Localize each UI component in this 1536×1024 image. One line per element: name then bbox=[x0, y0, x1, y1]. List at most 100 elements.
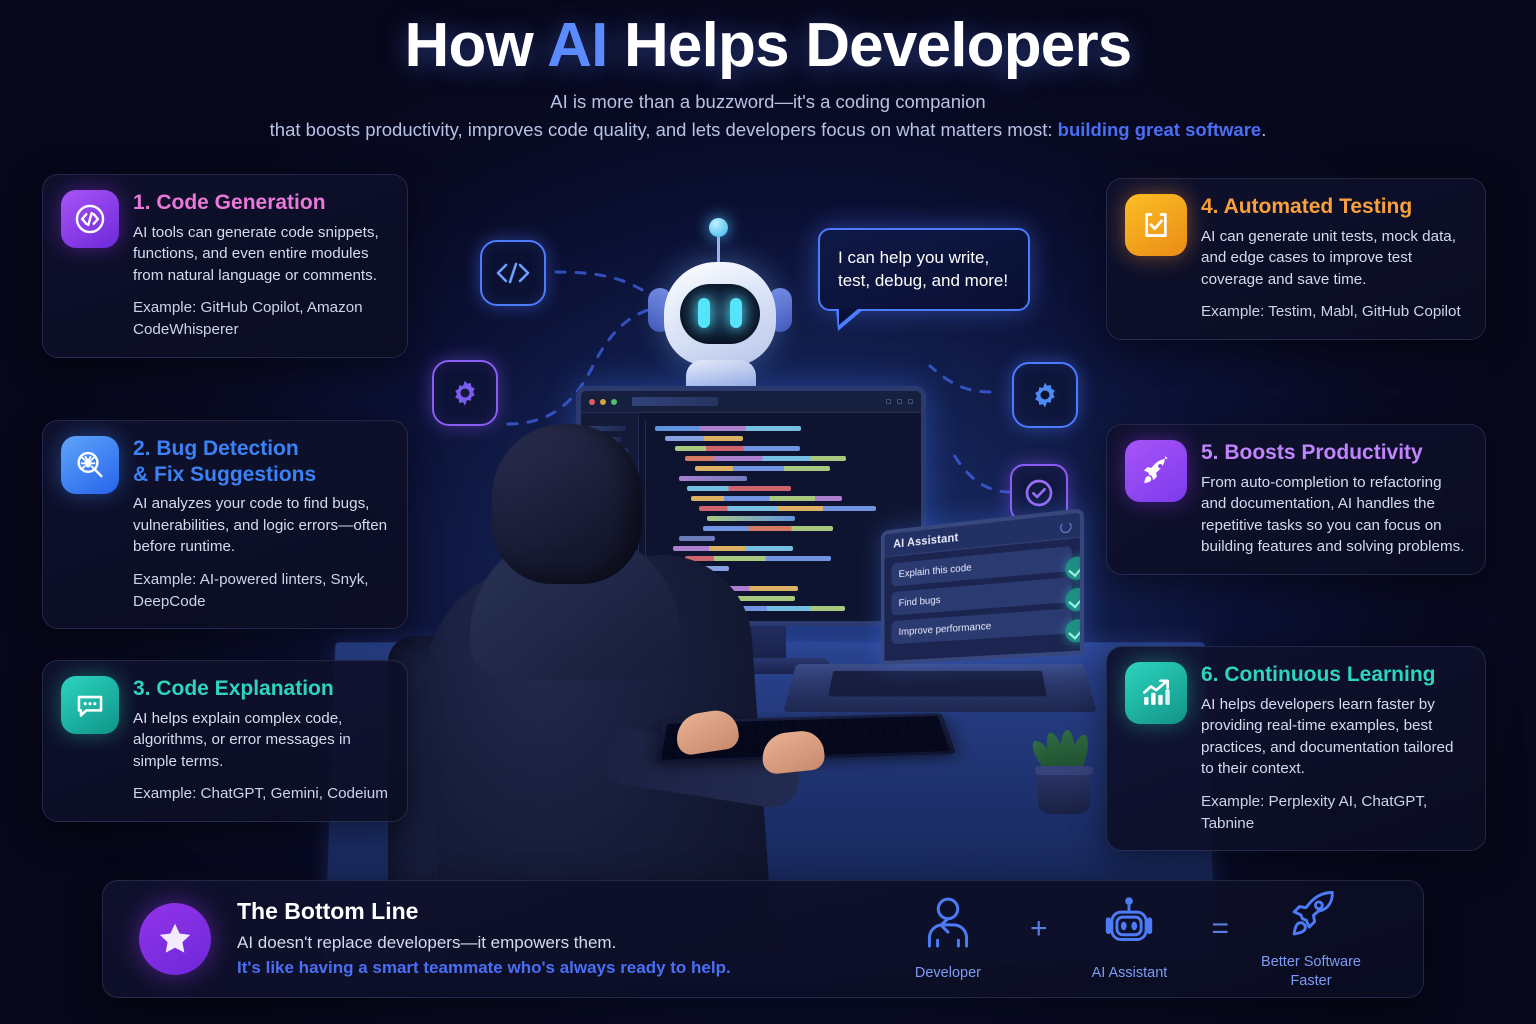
ai-action-label: Explain this code bbox=[899, 562, 972, 581]
robot-face-screen bbox=[680, 284, 760, 344]
rocket-icon bbox=[1139, 454, 1173, 488]
card-icon-wrapper bbox=[61, 190, 119, 248]
check-circle-icon bbox=[1023, 477, 1055, 509]
card-icon-wrapper bbox=[1125, 662, 1187, 724]
card-bug-detection[interactable]: 2. Bug Detection & Fix Suggestions AI an… bbox=[42, 420, 408, 629]
equation-plus-sign: + bbox=[1030, 912, 1048, 966]
card-example: Example: Perplexity AI, ChatGPT, Tabnine bbox=[1201, 791, 1467, 834]
window-close-dot bbox=[589, 399, 595, 405]
robot-eye-right bbox=[730, 298, 742, 328]
bottom-line-text: The Bottom Line AI doesn't replace devel… bbox=[237, 898, 731, 980]
card-title: 1. Code Generation bbox=[133, 190, 389, 216]
equation-item-developer: Developer bbox=[892, 895, 1004, 982]
robot-antenna-light bbox=[709, 218, 728, 237]
subtitle-line-2-pre: that boosts productivity, improves code … bbox=[270, 119, 1058, 140]
editor-toolbar-icons bbox=[886, 399, 913, 404]
robot-mascot bbox=[646, 212, 794, 392]
card-boosts-productivity[interactable]: 5. Boosts Productivity From auto-complet… bbox=[1106, 424, 1486, 575]
equation-equals-sign: = bbox=[1211, 912, 1229, 966]
card-description: AI analyzes your code to find bugs, vuln… bbox=[133, 493, 389, 558]
title-part-1: How bbox=[405, 11, 548, 80]
card-automated-testing[interactable]: 4. Automated Testing AI can generate uni… bbox=[1106, 178, 1486, 340]
page-title: How AI Helps Developers bbox=[0, 14, 1536, 78]
subtitle-highlight: building great software bbox=[1058, 119, 1262, 140]
page-subtitle: AI is more than a buzzword—it's a coding… bbox=[0, 88, 1536, 144]
robot-speech-bubble: I can help you write, test, debug, and m… bbox=[818, 228, 1030, 311]
card-body: 6. Continuous Learning AI helps develope… bbox=[1201, 662, 1467, 834]
card-icon-wrapper bbox=[61, 676, 119, 734]
card-title-line-1: 2. Bug Detection bbox=[133, 436, 389, 462]
card-icon-wrapper bbox=[61, 436, 119, 494]
card-body: 4. Automated Testing AI can generate uni… bbox=[1201, 194, 1467, 323]
editor-filename-tab bbox=[632, 397, 718, 406]
card-continuous-learning[interactable]: 6. Continuous Learning AI helps develope… bbox=[1106, 646, 1486, 851]
laptop-base bbox=[783, 664, 1097, 712]
robot-eye-left bbox=[698, 298, 710, 328]
page-header: How AI Helps Developers AI is more than … bbox=[0, 14, 1536, 144]
window-maximize-dot bbox=[611, 399, 617, 405]
developer-head bbox=[492, 424, 642, 584]
desk-plant bbox=[1032, 740, 1096, 814]
rocket-outline-icon bbox=[1283, 888, 1339, 942]
bottom-line-1: AI doesn't replace developers—it empower… bbox=[237, 931, 731, 956]
window-minimize-dot bbox=[600, 399, 606, 405]
star-icon bbox=[156, 920, 194, 958]
card-description: AI helps developers learn faster by prov… bbox=[1201, 694, 1467, 780]
bug-magnifier-icon bbox=[73, 448, 107, 482]
card-title-line-2: & Fix Suggestions bbox=[133, 462, 389, 488]
card-example: Example: AI-powered linters, Snyk, DeepC… bbox=[133, 569, 389, 612]
ai-action-row[interactable]: Improve performance bbox=[892, 608, 1072, 644]
card-title: 2. Bug Detection & Fix Suggestions bbox=[133, 436, 389, 487]
bottom-line-2: It's like having a smart teammate who's … bbox=[237, 956, 731, 981]
card-icon-wrapper bbox=[1125, 194, 1187, 256]
checklist-clipboard-icon bbox=[1139, 208, 1173, 242]
equation-item-ai-assistant: AI Assistant bbox=[1073, 895, 1185, 982]
card-code-explanation[interactable]: 3. Code Explanation AI helps explain com… bbox=[42, 660, 408, 822]
card-description: AI can generate unit tests, mock data, a… bbox=[1201, 226, 1467, 291]
card-example: Example: ChatGPT, Gemini, Codeium bbox=[133, 783, 389, 805]
equation-label: AI Assistant bbox=[1073, 964, 1185, 982]
code-brackets-icon bbox=[495, 260, 531, 286]
subtitle-line-2-post: . bbox=[1261, 119, 1266, 140]
code-brackets-icon bbox=[73, 202, 107, 236]
chat-bubble-icon bbox=[73, 688, 107, 722]
refresh-icon[interactable] bbox=[1060, 521, 1071, 534]
card-example: Example: Testim, Mabl, GitHub Copilot bbox=[1201, 301, 1467, 323]
card-title: 4. Automated Testing bbox=[1201, 194, 1467, 220]
star-badge bbox=[139, 903, 211, 975]
card-description: AI helps explain complex code, algorithm… bbox=[133, 708, 389, 773]
bottom-line-panel: The Bottom Line AI doesn't replace devel… bbox=[102, 880, 1424, 998]
laptop: AI Assistant Explain this code Find bugs… bbox=[790, 520, 1090, 740]
gear-icon bbox=[450, 378, 480, 408]
floating-gear-icon-chip-left bbox=[432, 360, 498, 426]
equation-row: Developer + AI Assistant = bbox=[892, 888, 1367, 989]
check-icon bbox=[1065, 619, 1084, 643]
card-title: 5. Boosts Productivity bbox=[1201, 440, 1467, 466]
gear-icon bbox=[1030, 380, 1060, 410]
ai-assistant-panel: AI Assistant Explain this code Find bugs… bbox=[881, 508, 1084, 665]
plant-pot bbox=[1038, 770, 1090, 814]
robot-icon bbox=[1097, 895, 1161, 953]
card-body: 5. Boosts Productivity From auto-complet… bbox=[1201, 440, 1467, 558]
card-body: 3. Code Explanation AI helps explain com… bbox=[133, 676, 389, 805]
ai-assistant-actions: Explain this code Find bugs Improve perf… bbox=[884, 538, 1079, 652]
card-title: 6. Continuous Learning bbox=[1201, 662, 1467, 688]
equation-label: Developer bbox=[892, 964, 1004, 982]
speech-bubble-text: I can help you write, test, debug, and m… bbox=[838, 246, 1010, 293]
card-body: 2. Bug Detection & Fix Suggestions AI an… bbox=[133, 436, 389, 612]
ai-action-label: Improve performance bbox=[899, 620, 992, 638]
card-body: 1. Code Generation AI tools can generate… bbox=[133, 190, 389, 341]
ai-assistant-title: AI Assistant bbox=[893, 530, 958, 551]
equation-item-result: Better Software Faster bbox=[1255, 888, 1367, 989]
floating-gear-icon-chip-right bbox=[1012, 362, 1078, 428]
card-example: Example: GitHub Copilot, Amazon CodeWhis… bbox=[133, 297, 389, 340]
subtitle-line-1: AI is more than a buzzword—it's a coding… bbox=[0, 88, 1536, 116]
equation-label: Better Software Faster bbox=[1255, 953, 1367, 989]
card-description: From auto-completion to refactoring and … bbox=[1201, 472, 1467, 558]
floating-code-icon-chip bbox=[480, 240, 546, 306]
card-code-generation[interactable]: 1. Code Generation AI tools can generate… bbox=[42, 174, 408, 358]
editor-titlebar bbox=[581, 391, 921, 413]
card-title: 3. Code Explanation bbox=[133, 676, 389, 702]
bottom-line-title: The Bottom Line bbox=[237, 898, 731, 925]
